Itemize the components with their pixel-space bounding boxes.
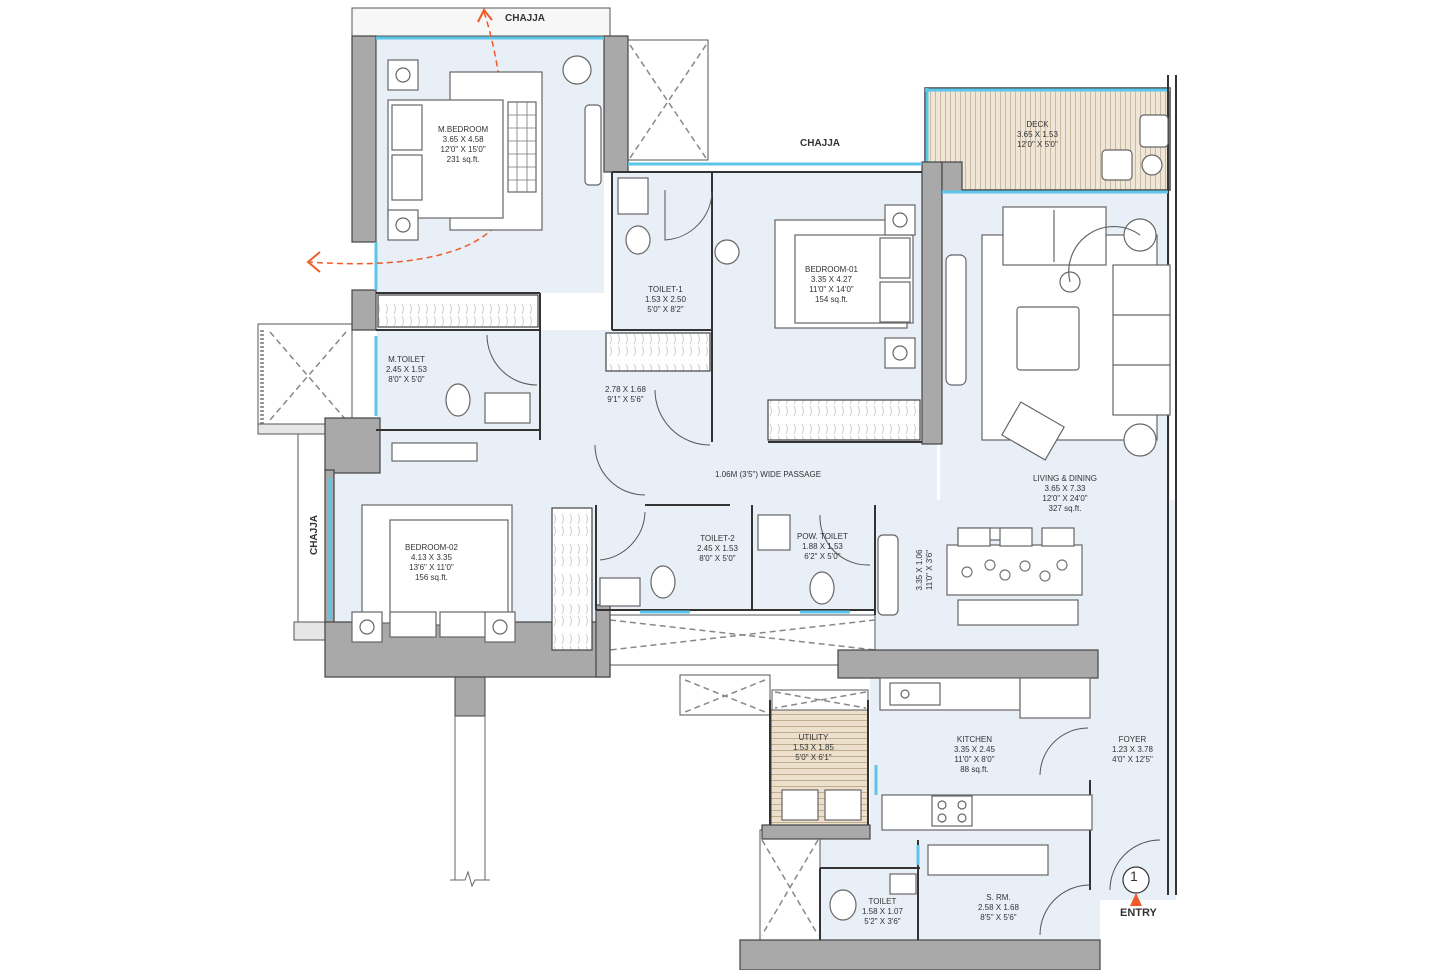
room-toilet-1: TOILET-1 1.53 X 2.50 5'0" X 8'2" [645, 285, 686, 315]
room-imperial: 6'2" X 5'0" [804, 552, 841, 561]
room-metric: 1.53 X 2.50 [645, 295, 686, 304]
room-metric: 2.45 X 1.53 [697, 544, 738, 553]
room-name: TOILET-1 [648, 285, 683, 294]
entry-label: ENTRY [1120, 907, 1157, 919]
room-imperial: 5'0" X 6'1" [795, 753, 832, 762]
column-below [450, 675, 490, 888]
passage-label: 1.06M (3'5") WIDE PASSAGE [715, 470, 822, 479]
room-living-dining: LIVING & DINING 3.65 X 7.33 12'0" X 24'0… [1033, 474, 1097, 514]
room-imperial: 5'0" X 8'2" [647, 305, 684, 314]
room-deck: DECK 3.65 X 1.53 12'0" X 5'0" [1017, 120, 1058, 150]
room-area: 156 sq.ft. [414, 573, 448, 582]
room-imperial: 13'6" X 11'0" [409, 563, 454, 572]
room-servant-room: S. RM. 2.58 X 1.68 8'5" X 5'6" [978, 893, 1019, 923]
room-metric: 2.45 X 1.53 [386, 365, 427, 374]
room-metric: 1.23 X 3.78 [1112, 745, 1153, 754]
room-metric: 3.65 X 7.33 [1044, 484, 1086, 493]
interior-walls [376, 75, 1177, 940]
room-imperial: 12'0" X 5'0" [1017, 140, 1058, 149]
room-imperial: 11'0" X 8'0" [954, 755, 995, 764]
room-area: 231 sq.ft. [446, 155, 480, 164]
room-master-bedroom: M.BEDROOM 3.65 X 4.58 12'0" X 15'0" 231 … [438, 125, 488, 165]
walls [324, 35, 1101, 970]
room-name: M.BEDROOM [438, 125, 489, 134]
room-name: DECK [1026, 120, 1049, 129]
room-dining-ext: 3.35 X 1.06 11'0" X 3'6" [915, 540, 935, 600]
room-bedroom-01: BEDROOM-01 3.35 X 4.27 11'0" X 14'0" 154… [805, 265, 858, 305]
room-kitchen: KITCHEN 3.35 X 2.45 11'0" X 8'0" 88 sq.f… [954, 735, 995, 775]
room-imperial: 12'0" X 15'0" [440, 145, 486, 154]
room-name: LIVING & DINING [1033, 474, 1098, 483]
room-metric: 1.58 X 1.07 [862, 907, 903, 916]
furniture [351, 55, 1171, 921]
room-name: M.TOILET [388, 355, 425, 364]
door-swings [486, 190, 1161, 936]
room-name: UTILITY [798, 733, 829, 742]
room-metric: 2.78 X 1.68 [605, 385, 646, 394]
room-metric: 3.65 X 4.58 [442, 135, 484, 144]
room-imperial: 8'5" X 5'6" [980, 913, 1017, 922]
room-foyer: FOYER 1.23 X 3.78 4'0" X 12'5" [1112, 735, 1153, 765]
room-metric: 3.35 X 2.45 [954, 745, 995, 754]
room-metric: 3.35 X 1.06 [915, 549, 924, 591]
entry-marker-number: 1 [1130, 868, 1138, 884]
room-name: POW. TOILET [797, 532, 848, 541]
room-bedroom-02: BEDROOM-02 4.13 X 3.35 13'6" X 11'0" 156… [405, 543, 458, 583]
room-utility: UTILITY 1.53 X 1.85 5'0" X 6'1" [793, 733, 834, 763]
room-area: 327 sq.ft. [1048, 504, 1082, 513]
windows [328, 36, 1168, 865]
room-imperial: 12'0" X 24'0" [1042, 494, 1088, 503]
wardrobes [377, 294, 921, 651]
room-toilet-2: TOILET-2 2.45 X 1.53 8'0" X 5'0" [697, 534, 738, 564]
room-metric: 3.65 X 1.53 [1017, 130, 1058, 139]
room-imperial: 8'0" X 5'0" [699, 554, 736, 563]
room-name: TOILET [868, 897, 897, 906]
room-name: BEDROOM-02 [405, 543, 458, 552]
room-name: KITCHEN [956, 735, 993, 744]
room-name: BEDROOM-01 [805, 265, 858, 274]
room-metric: 1.53 X 1.85 [793, 743, 834, 752]
room-name: FOYER [1118, 735, 1147, 744]
room-lobby: 2.78 X 1.68 9'1" X 5'6" [605, 385, 646, 405]
room-metric: 1.88 X 1.53 [801, 542, 843, 551]
room-name: S. RM. [986, 893, 1011, 902]
room-metric: 4.13 X 3.35 [410, 553, 452, 562]
room-m-toilet: M.TOILET 2.45 X 1.53 8'0" X 5'0" [386, 355, 427, 385]
chajja-mid-label: CHAJJA [800, 138, 841, 149]
room-name: TOILET-2 [700, 534, 735, 543]
room-toilet-servant: TOILET 1.58 X 1.07 5'2" X 3'6" [862, 897, 903, 927]
entry-marker [1122, 866, 1150, 906]
room-metric: 2.58 X 1.68 [978, 903, 1019, 912]
room-area: 88 sq.ft. [960, 765, 989, 774]
room-imperial: 4'0" X 12'5" [1112, 755, 1153, 764]
room-area: 154 sq.ft. [814, 295, 848, 304]
chajja-top-label: CHAJJA [505, 13, 546, 24]
room-imperial: 11'0" X 14'0" [809, 285, 854, 294]
room-metric: 3.35 X 4.27 [810, 275, 852, 284]
room-imperial: 11'0" X 3'6" [925, 549, 934, 591]
room-imperial: 9'1" X 5'6" [607, 395, 644, 404]
room-imperial: 5'2" X 3'6" [864, 917, 901, 926]
chajja-left-label: CHAJJA [309, 515, 320, 556]
shaft-cross-marks [269, 44, 876, 936]
room-pow-toilet: POW. TOILET 1.88 X 1.53 6'2" X 5'0" [797, 532, 848, 562]
room-imperial: 8'0" X 5'0" [388, 375, 425, 384]
